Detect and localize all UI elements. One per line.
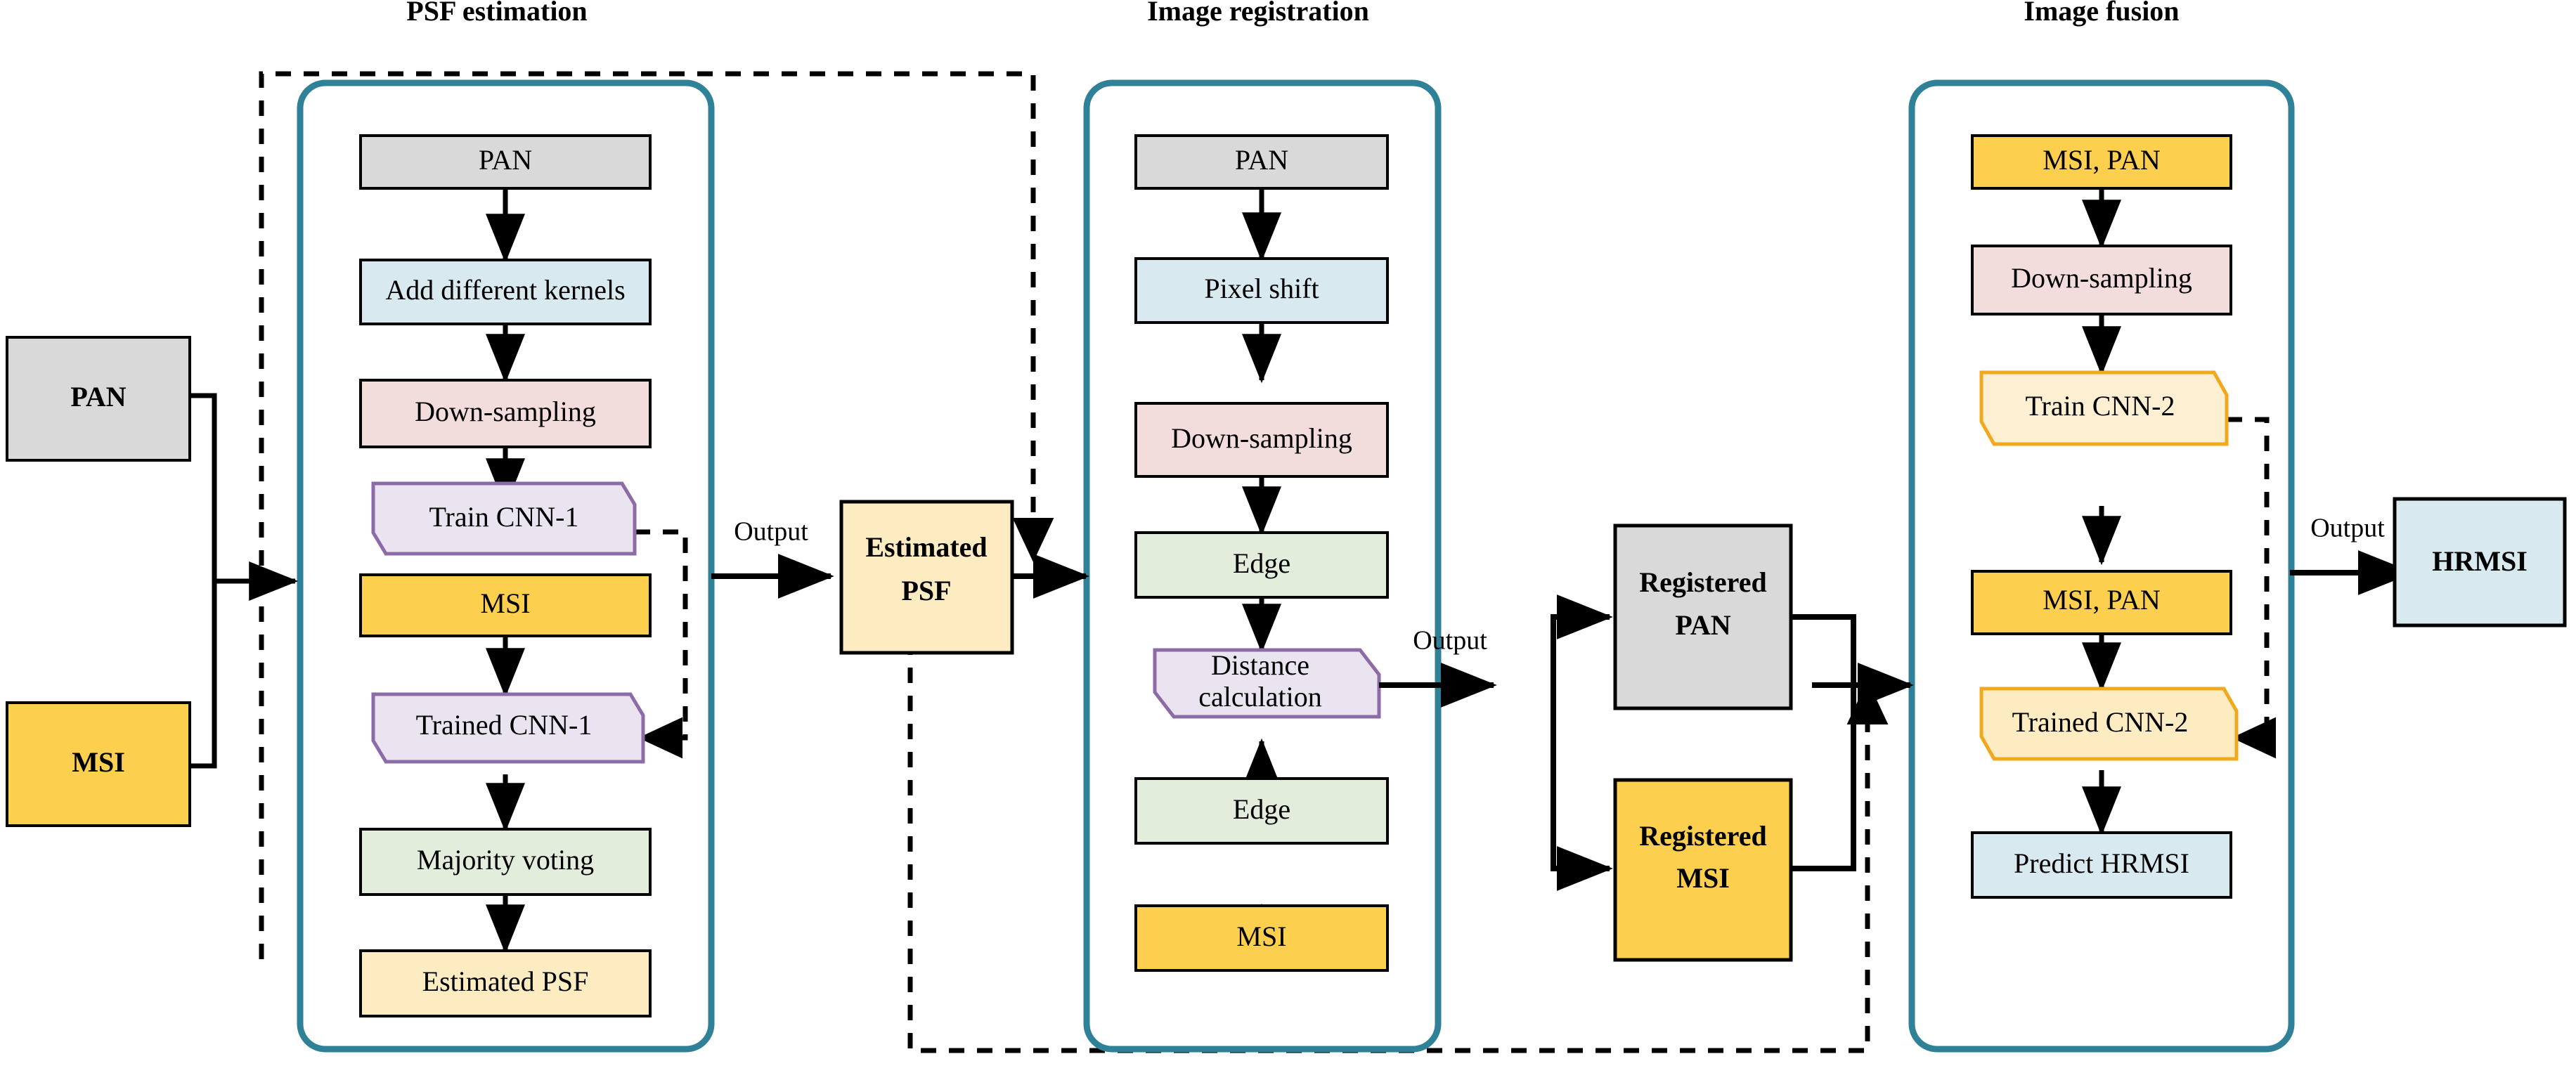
node-psf-add-kernels[interactable]: Add different kernels	[359, 259, 652, 325]
node-psf-majority-voting-label: Majority voting	[417, 844, 594, 876]
node-psf-pan[interactable]: PAN	[359, 134, 652, 190]
node-psf-trained-cnn1-label: Trained CNN-1	[416, 709, 593, 741]
node-fus-trained-cnn2-label: Trained CNN-2	[2012, 706, 2189, 738]
node-psf-train-cnn1-label: Train CNN-1	[429, 501, 579, 533]
node-hrmsi[interactable]: HRMSI	[2393, 497, 2567, 627]
node-reg-down-sampling-label: Down-sampling	[1171, 422, 1352, 454]
node-fus-train-cnn2-label: Train CNN-2	[2026, 390, 2175, 422]
edge-registeredpan-merge	[1791, 614, 1856, 685]
edge-label-output-2: Output	[1413, 626, 1487, 656]
node-psf-majority-voting[interactable]: Majority voting	[359, 828, 652, 896]
node-input-pan-label: PAN	[70, 381, 126, 412]
header-image-fusion: Image fusion	[2024, 0, 2179, 27]
node-registered-msi-line2: MSI	[1676, 862, 1730, 894]
dashed-train-to-trained-cnn2	[2227, 417, 2276, 759]
edge-msi-to-psf	[190, 581, 217, 769]
edge-registeredmsi-merge	[1791, 685, 1856, 871]
node-psf-msi-label: MSI	[480, 587, 530, 619]
node-fus-predict-hrmsi[interactable]: Predict HRMSI	[1971, 831, 2232, 899]
node-psf-add-kernels-label: Add different kernels	[385, 274, 625, 306]
node-reg-down-sampling[interactable]: Down-sampling	[1134, 402, 1389, 478]
header-image-registration: Image registration	[1147, 0, 1369, 27]
node-input-msi-label: MSI	[72, 746, 125, 778]
node-reg-pan[interactable]: PAN	[1134, 134, 1389, 190]
edge-branch-to-registered-msi	[1551, 685, 1613, 891]
node-psf-down-sampling-label: Down-sampling	[415, 396, 596, 427]
node-reg-distance-calculation[interactable]: Distance calculation	[1153, 648, 1381, 719]
node-fus-down-sampling-label: Down-sampling	[2011, 262, 2192, 294]
node-fus-down-sampling[interactable]: Down-sampling	[1971, 245, 2232, 316]
node-hrmsi-label: HRMSI	[2432, 545, 2528, 577]
node-reg-edge-top-label: Edge	[1233, 547, 1290, 579]
node-reg-edge-top[interactable]: Edge	[1134, 531, 1389, 599]
node-reg-msi[interactable]: MSI	[1134, 904, 1389, 972]
node-registered-pan[interactable]: Registered PAN	[1613, 524, 1793, 710]
node-reg-pan-label: PAN	[1235, 144, 1288, 176]
node-psf-down-sampling[interactable]: Down-sampling	[359, 379, 652, 448]
dashed-feedback-top	[259, 71, 1054, 959]
node-psf-trained-cnn1[interactable]: Trained CNN-1	[371, 692, 645, 764]
node-fus-trained-cnn2[interactable]: Trained CNN-2	[1979, 687, 2239, 761]
node-reg-pixel-shift-label: Pixel shift	[1204, 273, 1319, 304]
node-reg-edge-bottom[interactable]: Edge	[1134, 777, 1389, 845]
node-registered-msi[interactable]: Registered MSI	[1613, 778, 1793, 962]
node-fus-train-cnn2[interactable]: Train CNN-2	[1979, 370, 2229, 446]
node-reg-distance-calculation-line1: Distance	[1211, 649, 1309, 681]
edge-pan-to-psf	[190, 393, 299, 601]
node-fus-predict-hrmsi-label: Predict HRMSI	[2014, 847, 2189, 879]
node-input-pan[interactable]: PAN	[6, 336, 191, 462]
header-psf-estimation: PSF estimation	[406, 0, 587, 27]
node-fus-msi-pan-bottom[interactable]: MSI, PAN	[1971, 570, 2232, 635]
node-fus-msi-pan-top-label: MSI, PAN	[2043, 144, 2160, 176]
node-registered-pan-line2: PAN	[1675, 609, 1730, 641]
node-psf-msi[interactable]: MSI	[359, 573, 652, 637]
node-registered-msi-line1: Registered	[1639, 820, 1766, 852]
node-estimated-psf-bridge-line1: Estimated	[865, 531, 987, 563]
node-estimated-psf-bridge[interactable]: Estimated PSF	[839, 500, 1014, 655]
dashed-feedback-bottom	[907, 639, 1889, 1053]
stage-container-psf-estimation	[297, 79, 715, 1053]
edge-branch-to-registered-pan	[1551, 594, 1613, 685]
dashed-train-to-trained-cnn1	[635, 529, 688, 759]
node-psf-estimated-psf-label: Estimated PSF	[422, 965, 589, 997]
node-reg-pixel-shift[interactable]: Pixel shift	[1134, 257, 1389, 324]
node-fus-msi-pan-top[interactable]: MSI, PAN	[1971, 134, 2232, 190]
node-estimated-psf-bridge-line2: PSF	[901, 575, 951, 606]
node-psf-pan-label: PAN	[479, 144, 532, 176]
node-fus-msi-pan-bottom-label: MSI, PAN	[2043, 584, 2160, 616]
edge-label-output-1: Output	[734, 517, 808, 547]
node-reg-edge-bottom-label: Edge	[1233, 793, 1290, 825]
node-psf-train-cnn1[interactable]: Train CNN-1	[371, 481, 637, 556]
node-reg-distance-calculation-line2: calculation	[1198, 681, 1321, 713]
stage-container-image-fusion	[1908, 79, 2295, 1053]
edge-label-output-3: Output	[2310, 514, 2385, 543]
node-psf-estimated-psf[interactable]: Estimated PSF	[359, 949, 652, 1017]
node-reg-msi-label: MSI	[1236, 921, 1286, 952]
node-input-msi[interactable]: MSI	[6, 701, 191, 827]
node-registered-pan-line1: Registered	[1639, 566, 1766, 598]
